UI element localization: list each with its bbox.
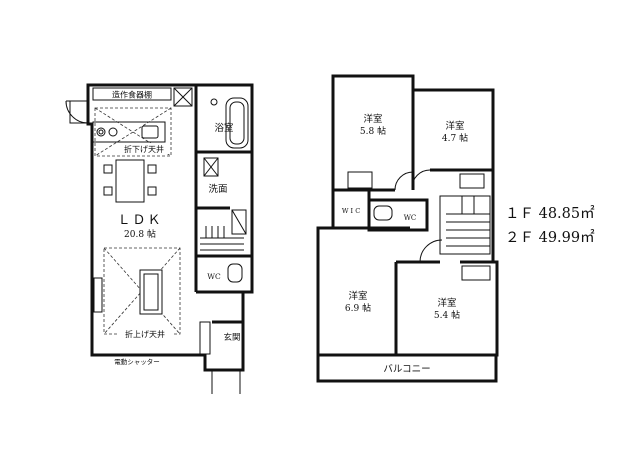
pantry-label: 造作食器棚 xyxy=(112,90,152,100)
ldk-label: ＬＤＫ xyxy=(117,213,162,228)
room2-size: 4.7 帖 xyxy=(442,132,468,144)
raised-ceiling-label: 折上げ天井 xyxy=(125,329,165,339)
toilet-2f xyxy=(373,205,393,221)
lowered-ceiling-area xyxy=(94,107,172,157)
wc-1f-label: WC xyxy=(207,272,221,281)
wic-label: W I C xyxy=(342,207,360,215)
room2-label: 洋室 xyxy=(445,120,464,132)
lowered-ceiling-label: 折下げ天井 xyxy=(124,144,164,154)
entrance-label: 玄関 xyxy=(223,332,240,343)
room1-label: 洋室 xyxy=(363,113,382,125)
wc-2f-label: WC xyxy=(404,214,417,222)
room4-label: 洋室 xyxy=(437,297,456,309)
bathtub xyxy=(225,97,249,149)
balcony xyxy=(316,353,498,383)
wash-label: 洗面 xyxy=(208,183,227,195)
area-1f: １Ｆ 48.85㎡ xyxy=(505,205,595,222)
area-2f: ２Ｆ 49.99㎡ xyxy=(505,229,595,246)
kitchen-counter xyxy=(92,121,166,143)
shutter-label: 電動シャッター xyxy=(114,357,160,366)
room3-size: 6.9 帖 xyxy=(345,302,371,314)
dining-table xyxy=(115,159,145,203)
balcony-label: バルコニー xyxy=(383,364,430,375)
toilet-1f xyxy=(227,263,243,283)
room1-size: 5.8 帖 xyxy=(360,125,386,137)
pantry-cabinet xyxy=(92,87,172,101)
room4-size: 5.4 帖 xyxy=(434,309,460,321)
staircase-1f xyxy=(200,226,244,251)
floor2-plan: バルコニー 洋室 5.8 帖 洋室 4.7 帖 W I C WC xyxy=(316,74,499,383)
ldk-size: 20.8 帖 xyxy=(124,228,156,240)
floor1-plan: 造作食器棚 折下げ天井 ＬＤＫ 20.8 帖 xyxy=(65,83,254,394)
staircase-2f xyxy=(439,195,491,255)
room3-label: 洋室 xyxy=(348,290,367,302)
sofa xyxy=(139,269,163,315)
tv-board xyxy=(93,277,103,313)
bath-label: 浴室 xyxy=(214,122,233,134)
